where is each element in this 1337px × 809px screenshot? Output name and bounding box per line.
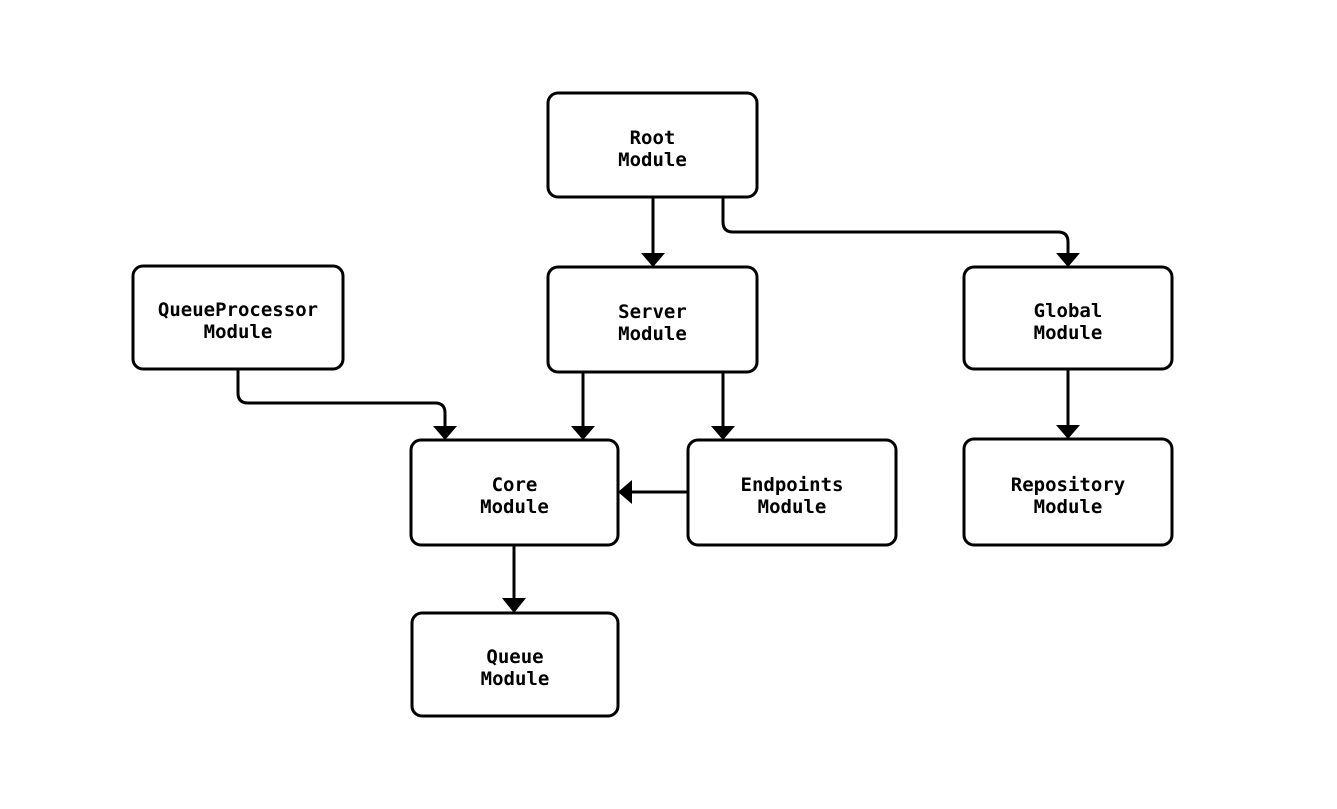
node-core-module-label-line2: Module <box>480 496 549 518</box>
node-queue-module-label-line1: Queue <box>486 646 543 668</box>
node-endpoints-module: Endpoints Module <box>686 438 898 547</box>
node-endpoints-module-label-line1: Endpoints <box>741 474 844 496</box>
node-repository-module-box <box>962 437 1174 547</box>
edge-root-to-server-arrowhead-icon <box>641 253 665 267</box>
node-queue-module: Queue Module <box>410 611 620 718</box>
node-global-module-label-line2: Module <box>1034 322 1103 344</box>
node-server-module-box <box>546 265 759 374</box>
node-queueprocessor-module-label-line1: QueueProcessor <box>158 299 318 321</box>
node-queue-module-box <box>410 611 620 718</box>
node-server-module-label-line1: Server <box>618 301 687 323</box>
node-endpoints-module-box <box>686 438 898 547</box>
node-core-module-label-line1: Core <box>492 474 538 496</box>
edge-server-to-core <box>571 372 595 440</box>
edge-root-to-server <box>641 197 665 267</box>
node-queueprocessor-module-box <box>131 264 345 371</box>
edge-server-to-endpoints-arrowhead-icon <box>711 426 735 440</box>
node-global-module: Global Module <box>962 265 1174 371</box>
node-queue-module-label-line2: Module <box>481 668 550 690</box>
node-global-module-label-line1: Global <box>1034 300 1103 322</box>
edge-core-to-queue <box>502 545 526 613</box>
node-queueprocessor-module: QueueProcessor Module <box>131 264 345 371</box>
edge-server-to-core-arrowhead-icon <box>571 426 595 440</box>
node-server-module: Server Module <box>546 265 759 374</box>
node-core-module-box <box>409 438 620 547</box>
node-server-module-label-line2: Module <box>618 323 687 345</box>
node-repository-module-label-line2: Module <box>1034 496 1103 518</box>
edge-endpoints-to-core <box>618 480 688 504</box>
edge-global-to-repository <box>1056 369 1080 439</box>
node-queueprocessor-module-label-line2: Module <box>204 321 273 343</box>
edge-root-to-global <box>721 197 1080 267</box>
edge-queueprocessor-to-core-arrowhead-icon <box>433 426 457 440</box>
edge-global-to-repository-arrowhead-icon <box>1056 425 1080 439</box>
node-root-module-label-line2: Module <box>618 149 687 171</box>
node-core-module: Core Module <box>409 438 620 547</box>
edge-root-to-global-line <box>721 197 1070 254</box>
node-root-module-label-line1: Root <box>630 127 676 149</box>
node-global-module-box <box>962 265 1174 371</box>
edge-queueprocessor-to-core <box>236 369 457 440</box>
edge-root-to-global-arrowhead-icon <box>1056 253 1080 267</box>
edge-queueprocessor-to-core-line <box>236 369 447 427</box>
node-endpoints-module-label-line2: Module <box>758 496 827 518</box>
edge-endpoints-to-core-arrowhead-icon <box>618 480 632 504</box>
edge-server-to-endpoints <box>711 372 735 440</box>
node-repository-module-label-line1: Repository <box>1011 474 1125 496</box>
edge-core-to-queue-arrowhead-icon <box>502 598 526 613</box>
node-repository-module: Repository Module <box>962 437 1174 547</box>
node-root-module: Root Module <box>546 91 759 199</box>
node-root-module-box <box>546 91 759 199</box>
